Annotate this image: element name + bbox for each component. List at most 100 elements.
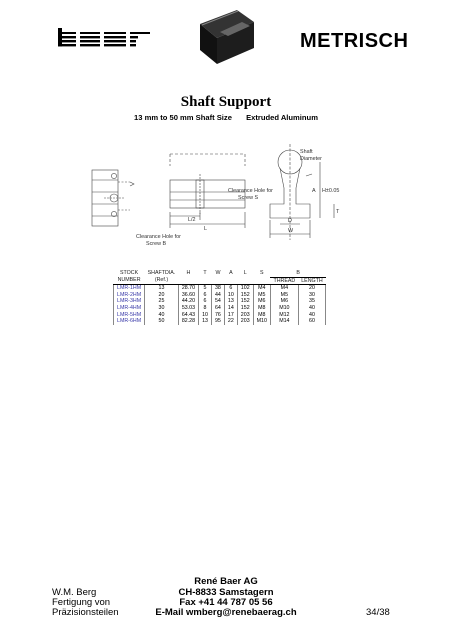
table-cell: M5 bbox=[252, 291, 271, 299]
label-shaft-1: Shaft bbox=[300, 149, 313, 155]
table-cell: M6 bbox=[252, 298, 271, 305]
table-cell: 14 bbox=[223, 304, 238, 312]
table-cell: 53.03 bbox=[177, 304, 200, 312]
table-cell: 40 bbox=[297, 304, 327, 312]
footer-left-line-3: Präzisionsteilen bbox=[52, 607, 119, 618]
table-cell: M14 bbox=[269, 318, 299, 325]
table-cell: 22 bbox=[223, 318, 238, 325]
table-cell: 152 bbox=[236, 304, 254, 312]
page-number: 34/38 bbox=[366, 607, 390, 618]
col-s: S bbox=[260, 270, 264, 277]
table-cell: LMR-4HM bbox=[112, 304, 146, 312]
table-cell: 152 bbox=[236, 298, 254, 305]
label-clearance-s-2: Screw S bbox=[238, 195, 258, 201]
table-cell: 6 bbox=[223, 284, 238, 292]
subcol-ref: (Ref.) bbox=[144, 277, 179, 286]
product-photo bbox=[200, 10, 254, 64]
table-cell: LMR-5HM bbox=[112, 311, 146, 319]
table-cell: 13 bbox=[198, 318, 212, 325]
company-fax: Fax +41 44 787 05 56 bbox=[179, 597, 273, 608]
table-cell: 203 bbox=[236, 318, 254, 325]
label-clearance-b-1: Clearance Hole for bbox=[136, 234, 181, 240]
table-cell: 36.60 bbox=[177, 291, 200, 299]
subcol-length: LENGTH bbox=[298, 277, 326, 286]
table-cell: 40 bbox=[144, 311, 179, 319]
table-cell: 82.28 bbox=[177, 318, 200, 325]
label-clearance-s-1: Clearance Hole for bbox=[228, 188, 273, 194]
col-a: A bbox=[229, 270, 233, 277]
label-half-length: L/2 bbox=[188, 217, 196, 223]
table-cell: M4 bbox=[269, 284, 299, 292]
table-cell: 6 bbox=[198, 298, 212, 305]
table-cell: 50 bbox=[144, 318, 179, 325]
table-cell: M10 bbox=[269, 304, 299, 312]
company-email: E-Mail wmberg@renebaerag.ch bbox=[155, 607, 297, 618]
table-cell: 54 bbox=[210, 298, 225, 305]
label-t: T bbox=[336, 209, 340, 215]
table-cell: 40 bbox=[297, 311, 327, 319]
col-b: B bbox=[270, 270, 326, 278]
table-cell: 13 bbox=[223, 298, 238, 305]
table-cell: 64.43 bbox=[177, 311, 200, 319]
product-subtitle: 13 mm to 50 mm Shaft Size Extruded Alumi… bbox=[0, 113, 452, 122]
col-w: W bbox=[215, 270, 221, 277]
table-cell: 35 bbox=[297, 298, 327, 305]
baer-logo: baer bbox=[58, 28, 150, 47]
col-shaftdia: SHAFTDIA. bbox=[147, 270, 176, 277]
label-clearance-b-2: Screw B bbox=[146, 241, 166, 247]
table-cell: 203 bbox=[236, 311, 254, 319]
table-cell: 60 bbox=[297, 318, 327, 325]
page-heading: METRISCH bbox=[300, 30, 409, 52]
table-cell: LMR-2HM bbox=[112, 291, 146, 299]
table-cell: M12 bbox=[269, 311, 299, 319]
table-cell: 20 bbox=[144, 291, 179, 299]
table-cell: 8 bbox=[198, 304, 212, 312]
table-cell: 28.70 bbox=[177, 284, 200, 292]
table-cell: M5 bbox=[269, 291, 299, 299]
subcol-number: NUMBER bbox=[113, 277, 145, 286]
table-cell: 10 bbox=[198, 311, 212, 319]
label-a: A bbox=[312, 188, 316, 194]
table-cell: LMR-3HM bbox=[112, 298, 146, 305]
subcol-thread: THREAD bbox=[270, 277, 299, 286]
size-range: 13 mm to 50 mm Shaft Size bbox=[134, 113, 232, 122]
technical-drawing: Shaft Diameter Clearance Hole for Screw … bbox=[91, 144, 340, 247]
table-cell: 64 bbox=[210, 304, 225, 312]
table-cell: 44.20 bbox=[177, 298, 200, 305]
footer-left-line-1: W.M. Berg bbox=[52, 587, 97, 598]
table-cell: 6 bbox=[198, 291, 212, 299]
table-cell: 102 bbox=[236, 284, 254, 292]
table-cell: M4 bbox=[252, 284, 271, 292]
product-title: Shaft Support bbox=[180, 94, 272, 110]
spec-table: STOCK SHAFTDIA. H T W A L S B NUMBER (Re… bbox=[112, 270, 327, 325]
table-cell: 76 bbox=[210, 311, 225, 319]
company-address: CH-8833 Samstagern bbox=[178, 587, 274, 598]
label-d: D bbox=[288, 218, 292, 224]
table-cell: 95 bbox=[210, 318, 225, 325]
table-cell: 13 bbox=[144, 284, 179, 292]
company-name: René Baer AG bbox=[194, 576, 258, 587]
table-cell: LMR-1HM bbox=[112, 284, 146, 292]
material: Extruded Aluminum bbox=[246, 113, 318, 122]
table-cell: 30 bbox=[144, 304, 179, 312]
col-stock: STOCK bbox=[119, 270, 139, 277]
table-cell: 25 bbox=[144, 298, 179, 305]
table-cell: 17 bbox=[223, 311, 238, 319]
table-cell: 152 bbox=[236, 291, 254, 299]
table-cell: 30 bbox=[297, 291, 327, 299]
label-w: W bbox=[288, 228, 294, 234]
table-cell: 38 bbox=[210, 284, 225, 292]
col-t: T bbox=[203, 270, 207, 277]
table-cell: M8 bbox=[252, 304, 271, 312]
label-h: H±0.05 bbox=[322, 188, 339, 194]
label-length: L bbox=[204, 226, 207, 232]
col-l: L bbox=[243, 270, 247, 277]
table-cell: 20 bbox=[297, 284, 327, 292]
